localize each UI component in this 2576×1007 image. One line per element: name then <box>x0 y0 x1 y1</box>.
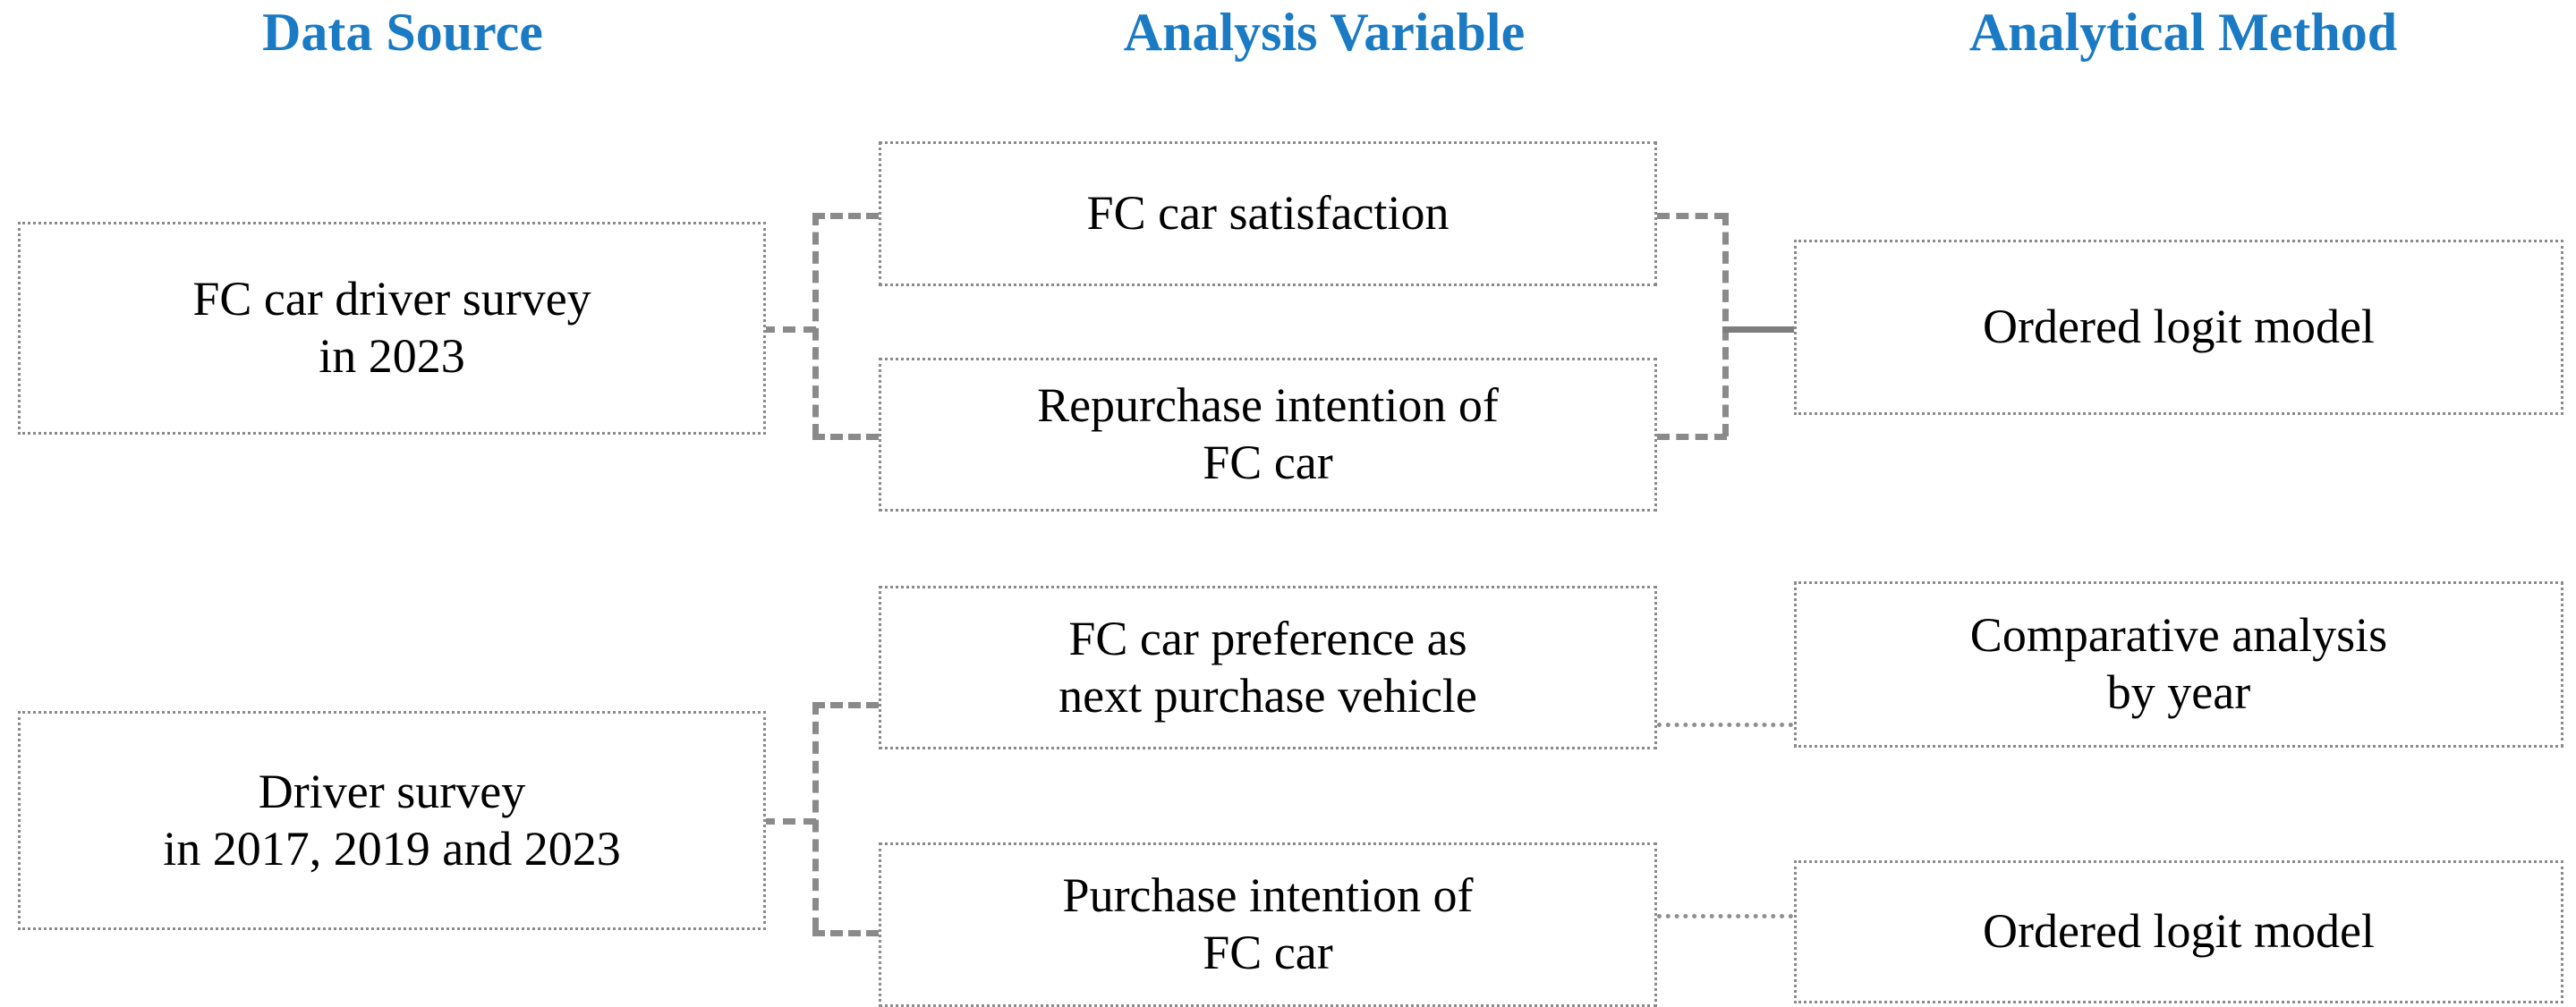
column-header-analytical-method: Analytical Method <box>1968 3 2398 62</box>
node-label: Ordered logit model <box>1983 904 2375 959</box>
node-source-driver-survey[interactable]: Driver survey in 2017, 2019 and 2023 <box>18 711 766 930</box>
node-variable-fc-car-preference[interactable]: FC car preference as next purchase vehic… <box>879 586 1657 749</box>
column-header-data-source: Data Source <box>262 3 543 62</box>
connector-source1-stub <box>762 326 816 333</box>
node-variable-fc-car-satisfaction[interactable]: FC car satisfaction <box>879 141 1657 286</box>
connector-variable4-to-method3 <box>1657 914 1793 918</box>
node-label: FC car driver survey in 2023 <box>192 272 591 383</box>
node-label: Purchase intention of FC car <box>1062 868 1474 979</box>
connector-variable2-to-method1 <box>1657 434 1727 440</box>
node-method-ordered-logit-model-1[interactable]: Ordered logit model <box>1794 240 2563 415</box>
node-label: Ordered logit model <box>1983 300 2375 354</box>
node-label: Comparative analysis by year <box>1969 608 2388 719</box>
node-method-comparative-analysis[interactable]: Comparative analysis by year <box>1794 581 2563 748</box>
node-label: FC car satisfaction <box>1086 186 1450 241</box>
connector-source2-to-variable3 <box>812 702 879 708</box>
node-source-fc-car-driver-survey[interactable]: FC car driver survey in 2023 <box>18 222 766 435</box>
connector-method1-trunk <box>1722 213 1729 436</box>
connector-source1-trunk <box>812 213 819 436</box>
node-variable-repurchase-intention[interactable]: Repurchase intention of FC car <box>879 358 1657 512</box>
node-method-ordered-logit-model-2[interactable]: Ordered logit model <box>1794 860 2563 1003</box>
connector-source2-trunk <box>812 702 819 930</box>
connector-variable1-to-method1 <box>1657 213 1727 219</box>
connector-source2-to-variable4 <box>812 930 879 936</box>
node-label: Driver survey in 2017, 2019 and 2023 <box>163 764 621 876</box>
connector-trunk-to-method1 <box>1722 326 1794 333</box>
connector-source1-to-variable2 <box>812 434 879 440</box>
column-header-analysis-variable: Analysis Variable <box>1123 3 1526 62</box>
node-label: FC car preference as next purchase vehic… <box>1058 611 1477 723</box>
connector-source2-stub <box>762 818 816 825</box>
connector-source1-to-variable1 <box>812 213 879 219</box>
node-label: Repurchase intention of FC car <box>1037 378 1499 489</box>
connector-variable3-to-method2 <box>1657 723 1793 727</box>
node-variable-purchase-intention[interactable]: Purchase intention of FC car <box>879 842 1657 1007</box>
